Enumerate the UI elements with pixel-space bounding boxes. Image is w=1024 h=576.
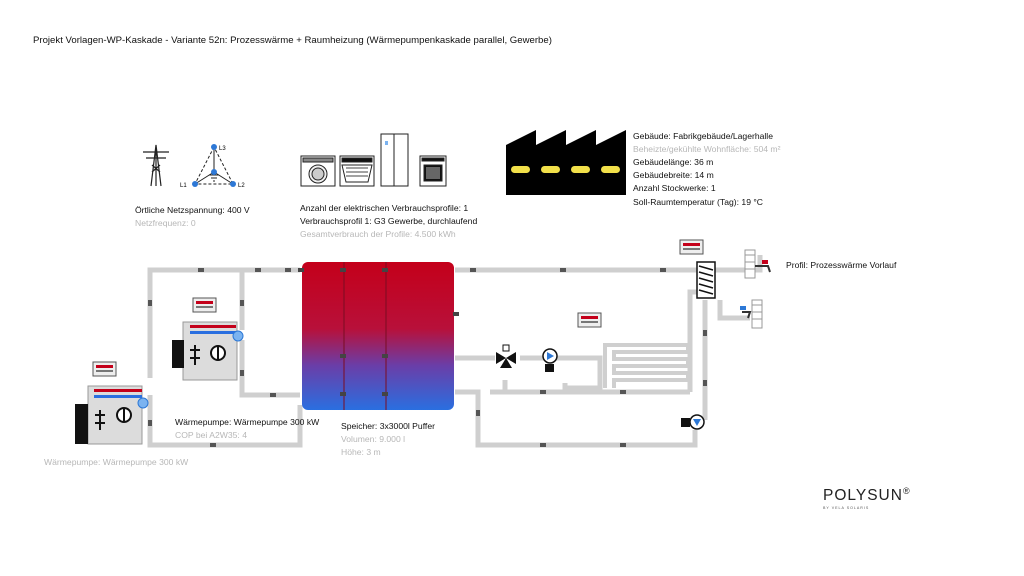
return-pump[interactable] xyxy=(681,414,705,430)
logo-name: POLYSUN xyxy=(823,487,903,505)
grid-frequency-label: Netzfrequenz: 0 xyxy=(135,218,196,228)
heat-pump-top-label: Wärmepumpe: Wärmepumpe 300 kW xyxy=(175,417,320,427)
process-tap xyxy=(740,249,771,329)
page-title: Projekt Vorlagen-WP-Kaskade - Variante 5… xyxy=(33,35,552,46)
heat-pump-bottom-label: Wärmepumpe: Wärmepumpe 300 kW xyxy=(44,457,189,467)
heat-exchanger xyxy=(696,261,716,299)
building-width-label: Gebäudebreite: 14 m xyxy=(633,170,714,180)
three-phase-icon xyxy=(192,144,236,187)
profile-count-label: Anzahl der elektrischen Verbrauchsprofil… xyxy=(300,203,469,213)
factory-icon xyxy=(506,130,626,195)
storage-tanks xyxy=(298,262,459,410)
power-pylon-icon xyxy=(143,144,169,187)
grid-voltage-label: Örtliche Netzspannung: 400 V xyxy=(135,205,250,215)
circulation-pump[interactable] xyxy=(542,348,558,372)
controller-display xyxy=(92,239,704,377)
building-type-label: Gebäude: Fabrikgebäude/Lagerhalle xyxy=(633,131,773,141)
storage-label: Speicher: 3x3000l Puffer xyxy=(341,421,435,431)
storage-tank-3 xyxy=(386,262,454,410)
building-length-label: Gebäudelänge: 36 m xyxy=(633,157,714,167)
profile-1-label: Verbrauchsprofil 1: G3 Gewerbe, durchlau… xyxy=(300,216,478,226)
floor-heating-coil xyxy=(603,343,690,388)
building-area-label: Beheizte/gekühlte Wohnfläche: 504 m² xyxy=(633,144,781,154)
polysun-logo: POLYSUN® xyxy=(823,486,911,505)
process-profile-label: Profil: Prozesswärme Vorlauf xyxy=(786,260,897,270)
heat-pump-top[interactable] xyxy=(172,321,244,381)
pipe-joints xyxy=(148,268,707,447)
mixing-valve[interactable] xyxy=(496,344,516,368)
appliances-icon xyxy=(300,133,447,187)
heat-pump-bottom[interactable] xyxy=(75,385,149,445)
heat-pump-top-cop: COP bei A2W35: 4 xyxy=(175,430,247,440)
storage-volume-label: Volumen: 9.000 l xyxy=(341,434,406,444)
profile-total-label: Gesamtverbrauch der Profile: 4.500 kWh xyxy=(300,229,456,239)
phase-label-l1: L1 xyxy=(180,183,187,189)
phase-label-l2: L2 xyxy=(238,183,245,189)
phase-label-l3: L3 xyxy=(219,146,226,152)
storage-height-label: Höhe: 3 m xyxy=(341,447,381,457)
building-room-temp-label: Soll-Raumtemperatur (Tag): 19 °C xyxy=(633,197,764,207)
building-floors-label: Anzahl Stockwerke: 1 xyxy=(633,183,716,193)
logo-subtitle: BY VELA SOLARIS xyxy=(823,506,870,510)
logo-mark: ® xyxy=(902,486,911,496)
